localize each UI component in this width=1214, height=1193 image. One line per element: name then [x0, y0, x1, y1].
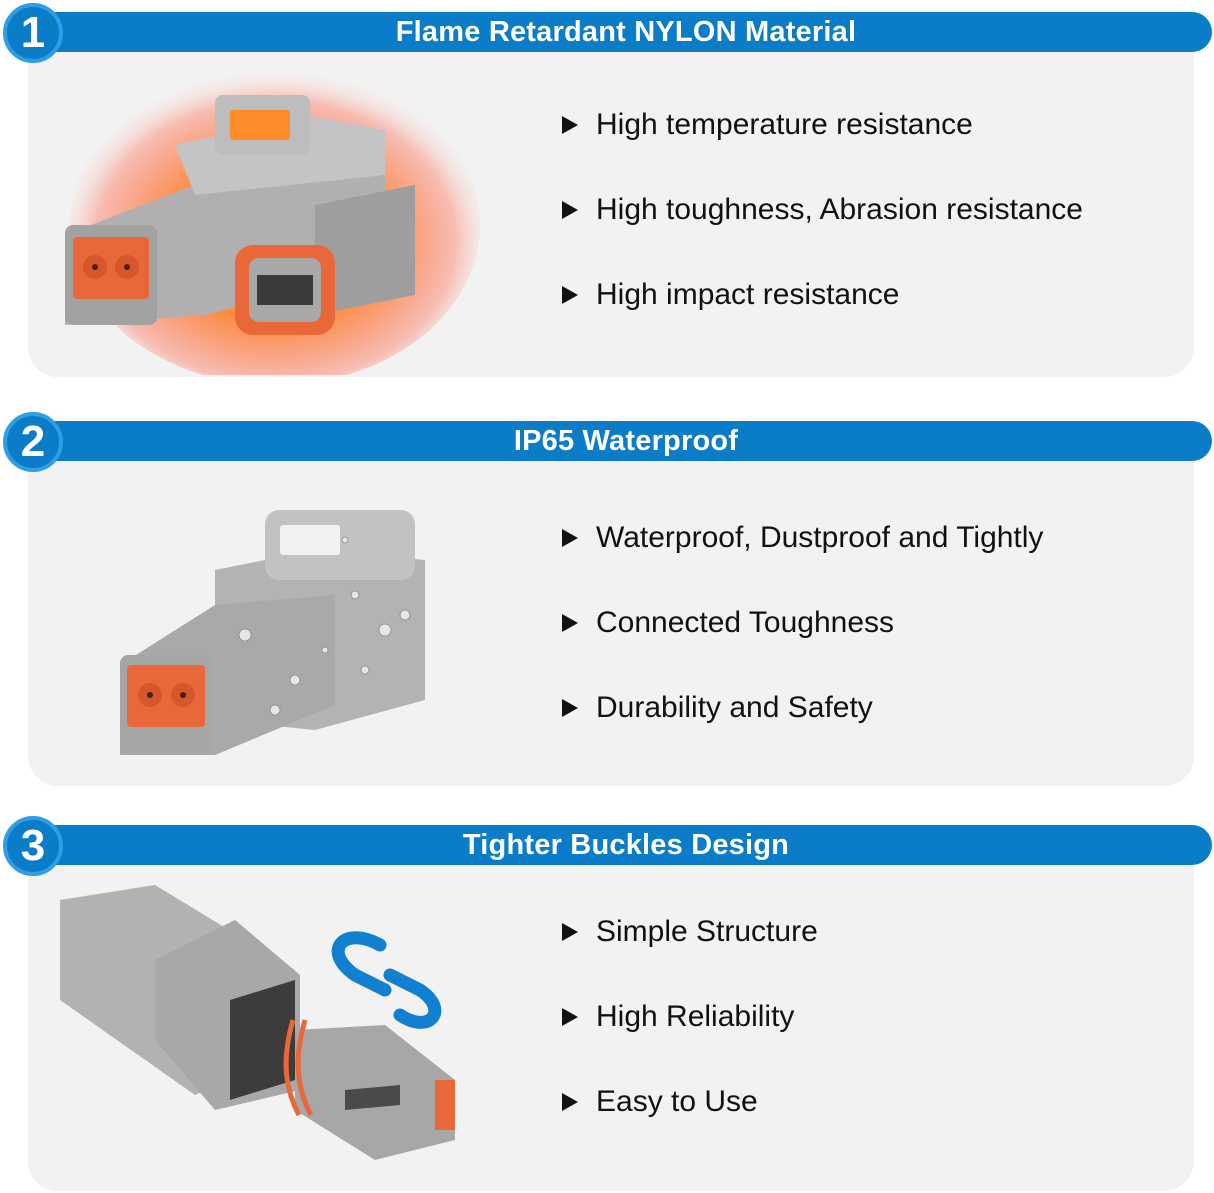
bullet-triangle-icon: [562, 116, 578, 134]
connector-water-illustration: [120, 510, 425, 755]
section-banner: Flame Retardant NYLON Material: [40, 12, 1212, 52]
connector-pair-illustration: [60, 885, 455, 1160]
bullet-triangle-icon: [562, 923, 578, 941]
section-number-badge: 3: [3, 816, 63, 876]
bullet-triangle-icon: [562, 1008, 578, 1026]
section-title: Tighter Buckles Design: [462, 829, 790, 861]
bullet-triangle-icon: [562, 699, 578, 717]
section-banner: IP65 Waterproof: [40, 421, 1212, 461]
bullet-triangle-icon: [562, 1093, 578, 1111]
feature-item: High impact resistance: [562, 275, 899, 315]
bullet-triangle-icon: [562, 614, 578, 632]
bullet-triangle-icon: [562, 529, 578, 547]
feature-item: High temperature resistance: [562, 105, 973, 145]
feature-item: Durability and Safety: [562, 688, 873, 728]
connector-flame-illustration: [65, 65, 480, 375]
section-banner: Tighter Buckles Design: [40, 825, 1212, 865]
feature-item: High Reliability: [562, 997, 794, 1037]
section-number-badge: 1: [3, 3, 63, 63]
bullet-triangle-icon: [562, 201, 578, 219]
section-title: IP65 Waterproof: [513, 425, 739, 457]
section-title: Flame Retardant NYLON Material: [395, 16, 857, 48]
bullet-triangle-icon: [562, 286, 578, 304]
feature-item: Easy to Use: [562, 1082, 758, 1122]
feature-item: Connected Toughness: [562, 603, 894, 643]
feature-item: Simple Structure: [562, 912, 818, 952]
feature-item: Waterproof, Dustproof and Tightly: [562, 518, 1043, 558]
feature-item: High toughness, Abrasion resistance: [562, 190, 1083, 230]
section-number-badge: 2: [3, 412, 63, 472]
